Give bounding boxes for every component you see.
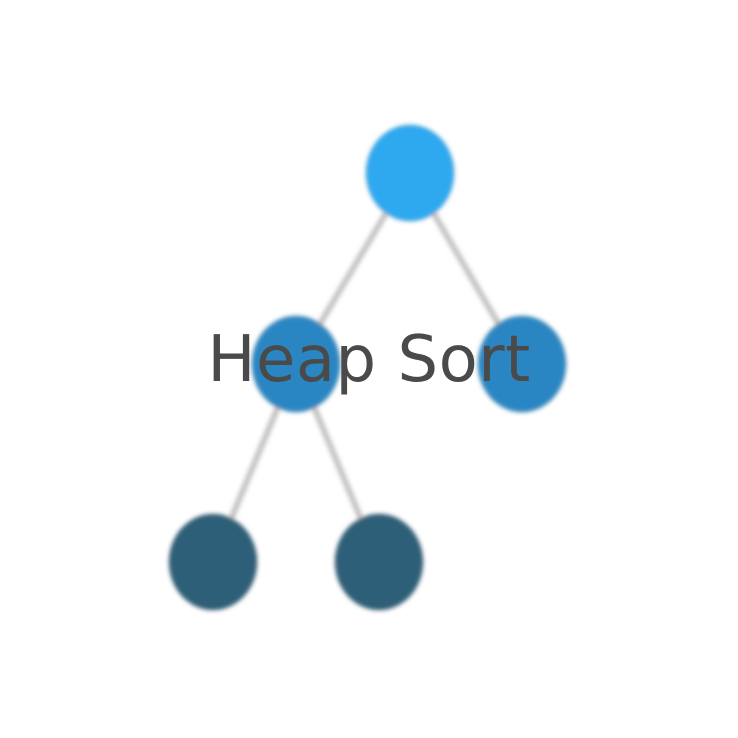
diagram-title: Heap Sort — [207, 323, 531, 397]
node-right — [477, 315, 567, 413]
node-left-right — [334, 513, 424, 611]
node-left — [251, 315, 341, 413]
node-left-left — [168, 513, 258, 611]
tree-nodes — [168, 124, 567, 611]
node-root — [365, 124, 455, 222]
